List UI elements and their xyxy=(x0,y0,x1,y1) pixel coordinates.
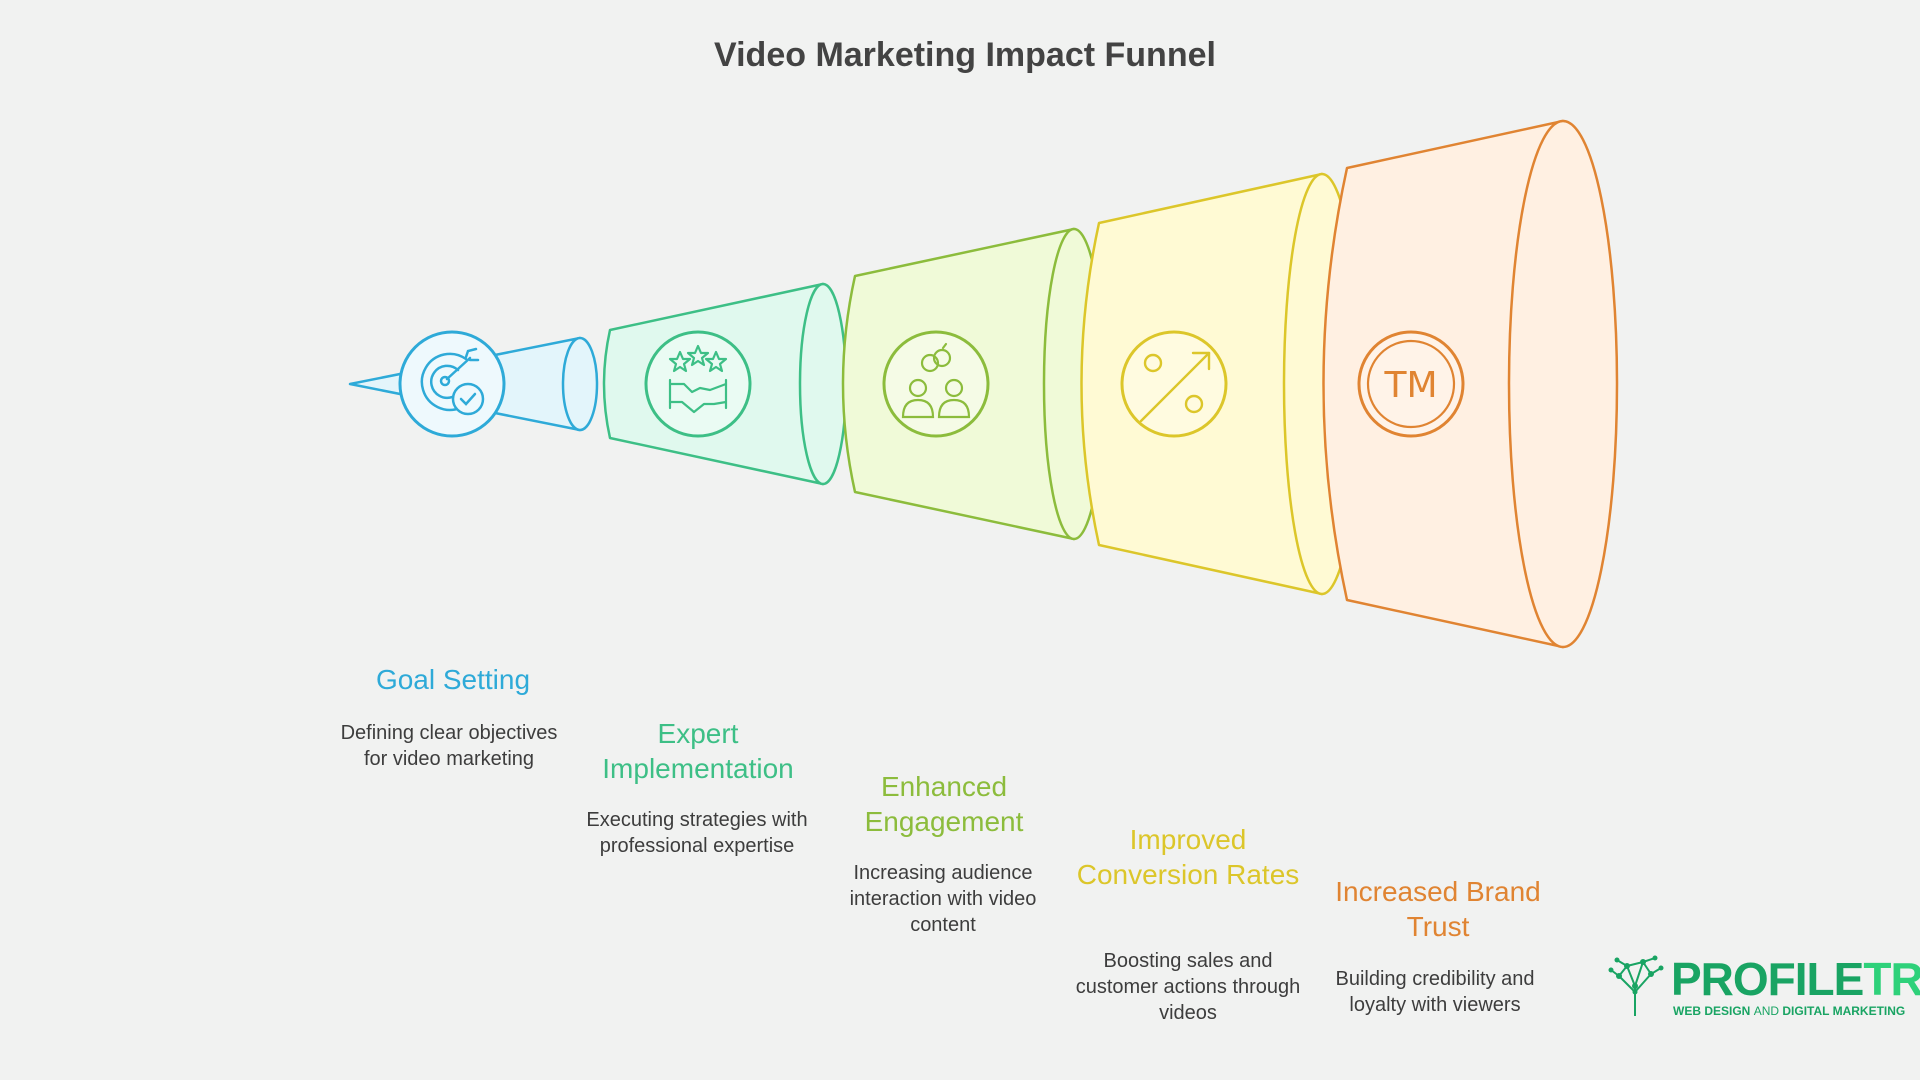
stars-handshake-icon xyxy=(668,344,728,414)
funnel-segment-goal-setting xyxy=(348,330,599,438)
logo-tagline: WEB DESIGN AND DIGITAL MARKETING xyxy=(1673,1004,1906,1018)
trademark-icon: TM xyxy=(1383,365,1437,406)
stage-description-enhanced-engagement: Increasing audience interaction with vid… xyxy=(849,862,1037,936)
logo-wordmark: PROFILETREE xyxy=(1671,953,1920,1005)
page-title: Video Marketing Impact Funnel xyxy=(714,36,1216,74)
stage-description-goal-setting: Defining clear objectives for video mark… xyxy=(340,722,558,770)
percent-arrow-icon xyxy=(1139,351,1211,423)
stage-title-improved-conversion-rates: Improved Conversion Rates xyxy=(1076,824,1300,890)
funnel-segment-enhanced-engagement xyxy=(841,227,1106,541)
trademark-icon-ring xyxy=(1366,339,1456,429)
stage-description-improved-conversion-rates: Boosting sales and customer actions thro… xyxy=(1075,950,1301,1024)
profiletree-logo: PROFILETREE WEB DESIGN AND DIGITAL MARKE… xyxy=(1605,952,1920,1022)
stage-title-goal-setting: Goal Setting xyxy=(375,664,531,695)
target-check-icon xyxy=(420,347,485,416)
stage-description-expert-implementation: Executing strategies with professional e… xyxy=(586,809,808,857)
stage-title-increased-brand-trust: Increased Brand Trust xyxy=(1335,876,1541,942)
stage-title-enhanced-engagement: Enhanced Engagement xyxy=(864,771,1024,837)
stage-title-expert-implementation: Expert Implementation xyxy=(602,718,794,784)
funnel-segment-increased-brand-trust: TM xyxy=(1322,119,1619,649)
funnel-segment-expert-implementation xyxy=(602,282,848,486)
stage-description-increased-brand-trust: Building credibility and loyalty with vi… xyxy=(1335,968,1535,1016)
people-link-icon xyxy=(901,342,971,419)
funnel-segment-improved-conversion-rates xyxy=(1080,172,1362,596)
tree-network-icon xyxy=(1608,955,1664,1016)
